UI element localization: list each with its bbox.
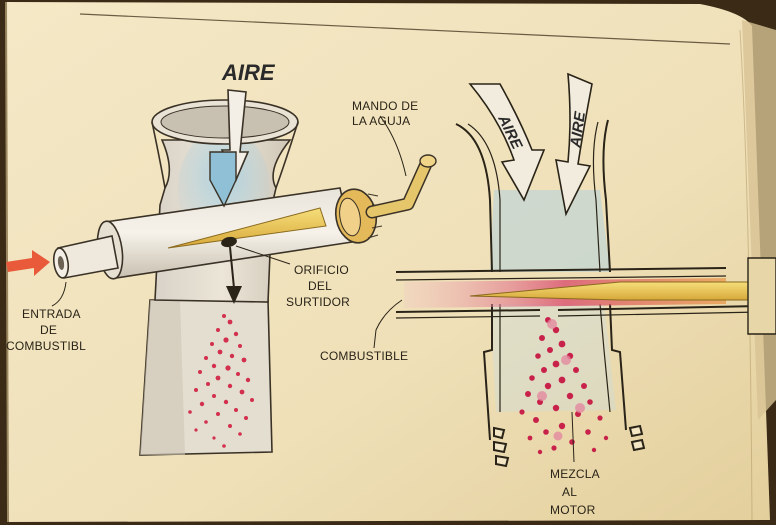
- air-label-right-b: AIRE: [567, 110, 589, 150]
- right-carburetor-section: [373, 72, 776, 468]
- fuel-spray-right: [519, 317, 609, 455]
- fuel-inlet-arrow: [6, 250, 50, 276]
- left-carburetor: [6, 89, 437, 456]
- fuel-label: COMBUSTIBLE: [320, 349, 408, 363]
- page-header-rule: [79, 13, 731, 45]
- jet-orifice-label: ORIFICIO DEL SURTIDOR: [286, 263, 352, 309]
- needle-control-label: MANDO DE LA AGUJA: [352, 99, 422, 128]
- mixture-label: MEZCLA AL MOTOR: [550, 467, 603, 517]
- air-label-left: AIRE: [221, 60, 276, 85]
- fuel-spray-left: [188, 314, 254, 448]
- fuel-inlet-label: ENTRADA DE COMBUSTIBL: [6, 307, 86, 353]
